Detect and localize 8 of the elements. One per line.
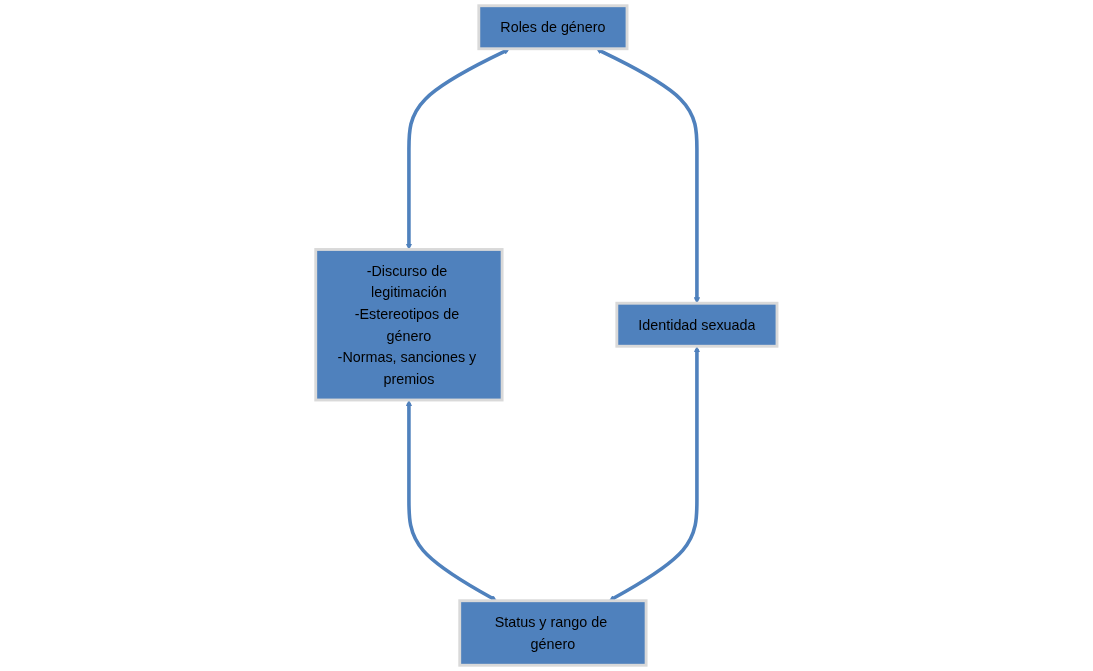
node-box: Status y rango de género <box>458 599 648 667</box>
node-box: Roles de género <box>477 4 629 51</box>
arrow <box>405 400 497 601</box>
arrow <box>609 346 701 601</box>
node-box: -Discurso de legitimación -Estereotipos de género -Normas, sanciones y premios <box>314 248 504 402</box>
node-box: Identidad sexuada <box>615 301 779 348</box>
arrow <box>596 48 701 304</box>
arrow <box>405 48 510 250</box>
